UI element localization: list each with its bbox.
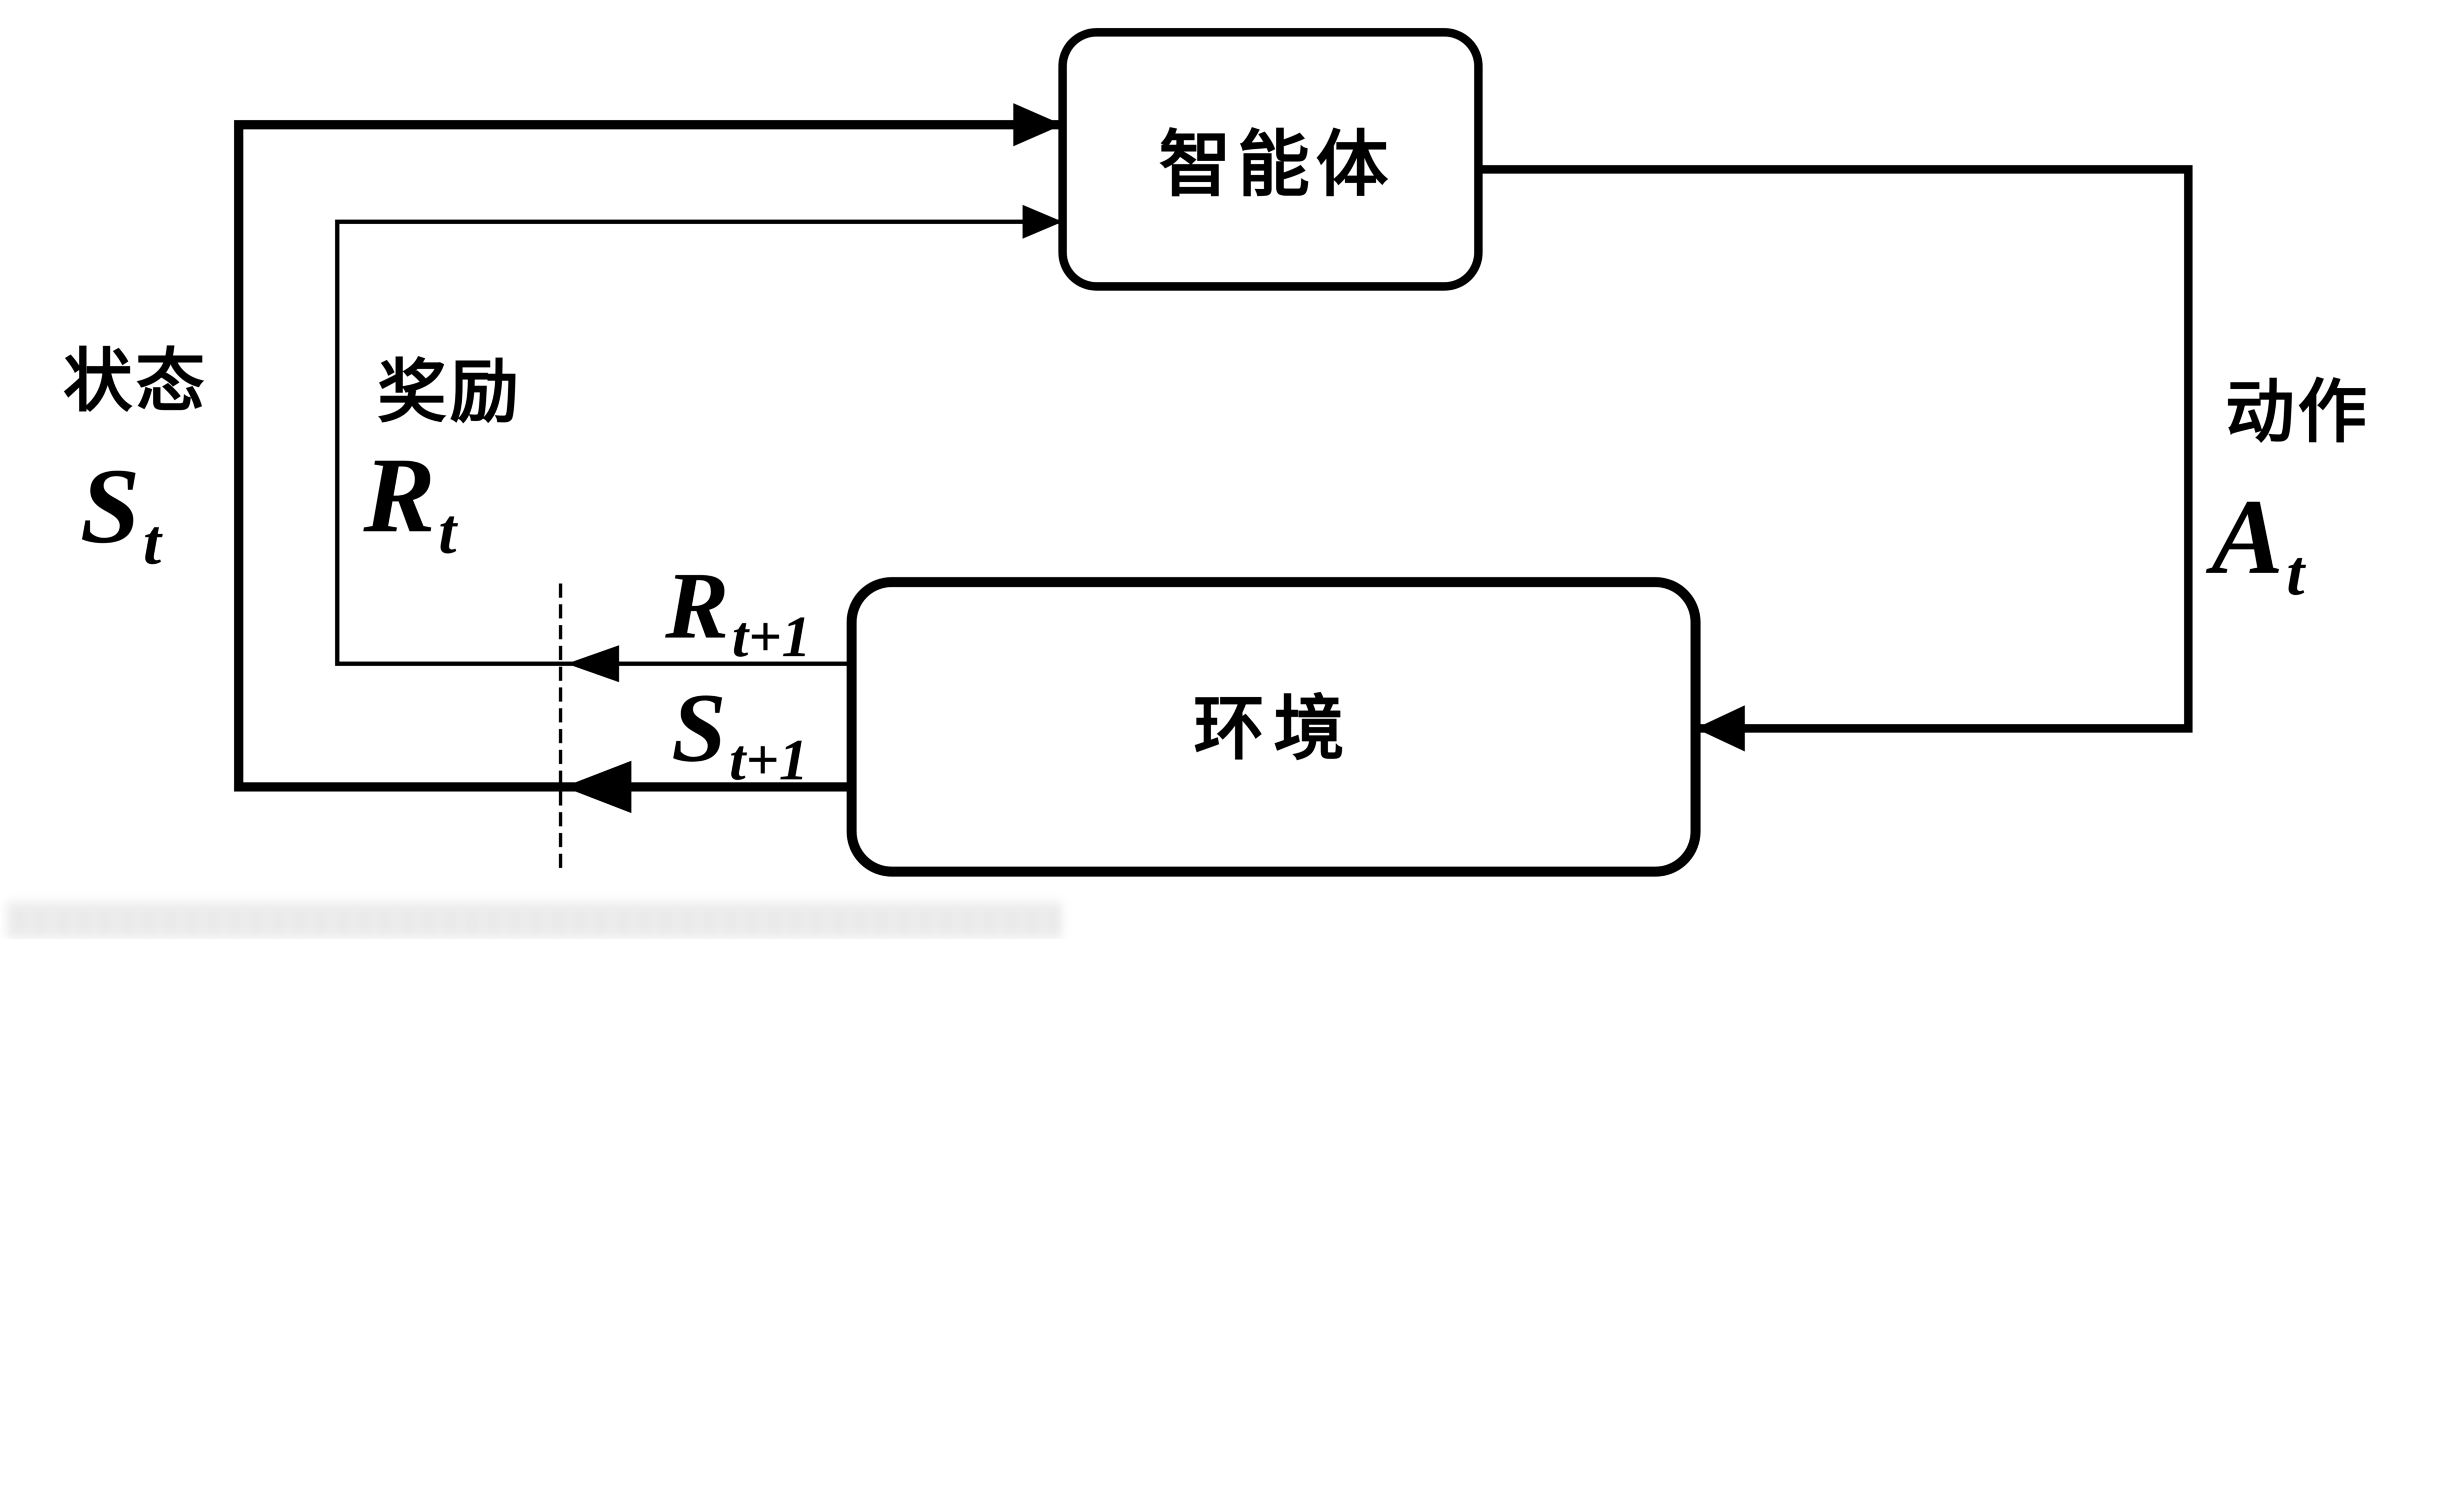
reward-word-text: 奖励 [377, 355, 522, 431]
action-word-text: 动作 [2225, 375, 2370, 451]
next-reward-symbol-subscript: t+1 [732, 604, 811, 669]
reward-word-label: 奖励 [377, 355, 522, 431]
reward-into-agent-arrowhead [1023, 205, 1063, 239]
agent-node [1058, 28, 1483, 291]
state-into-agent-arrowhead [1013, 103, 1063, 146]
action-symbol-subscript: t [2287, 537, 2306, 609]
state-symbol-base: S [80, 446, 140, 566]
action-loop-line [1468, 165, 2193, 733]
environment-node-label: 环境 [1194, 690, 1354, 769]
reward-symbol-subscript: t [439, 496, 458, 567]
agent-node-label: 智能体 [1159, 125, 1395, 205]
state-loop-line [234, 120, 1064, 792]
action-symbol-base: A [2205, 477, 2283, 596]
state-word-text: 状态 [63, 344, 208, 420]
environment-node [846, 577, 1701, 877]
next-state-arrowhead [563, 760, 632, 813]
faded-caption-remnant [6, 901, 1063, 940]
next-state-symbol-base: S [672, 674, 726, 783]
state-symbol-subscript: t [143, 507, 163, 578]
agent-node-label-text: 智能体 [1159, 125, 1395, 205]
next-reward-symbol-base: R [665, 552, 729, 658]
reward-symbol-base: R [363, 436, 436, 555]
state-word-label: 状态 [63, 344, 208, 420]
next-reward-arrowhead [567, 645, 619, 683]
action-word-label: 动作 [2225, 375, 2370, 451]
action-into-environment-arrowhead [1695, 705, 1745, 752]
environment-node-label-text: 环境 [1194, 690, 1354, 769]
next-state-symbol-subscript: t+1 [729, 727, 808, 792]
